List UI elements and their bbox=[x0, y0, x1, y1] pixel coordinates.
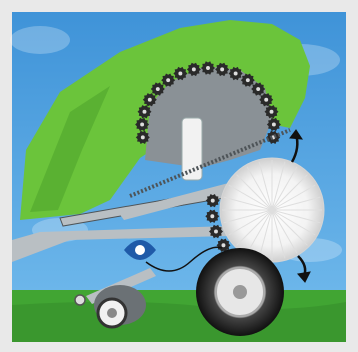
rear-roller-axle bbox=[107, 308, 117, 318]
drive-hub-center bbox=[135, 245, 145, 255]
roller-shaft bbox=[182, 118, 202, 180]
hitch-pin bbox=[75, 295, 85, 305]
main-wheel-hub bbox=[233, 285, 247, 299]
bale-rays bbox=[222, 160, 322, 260]
